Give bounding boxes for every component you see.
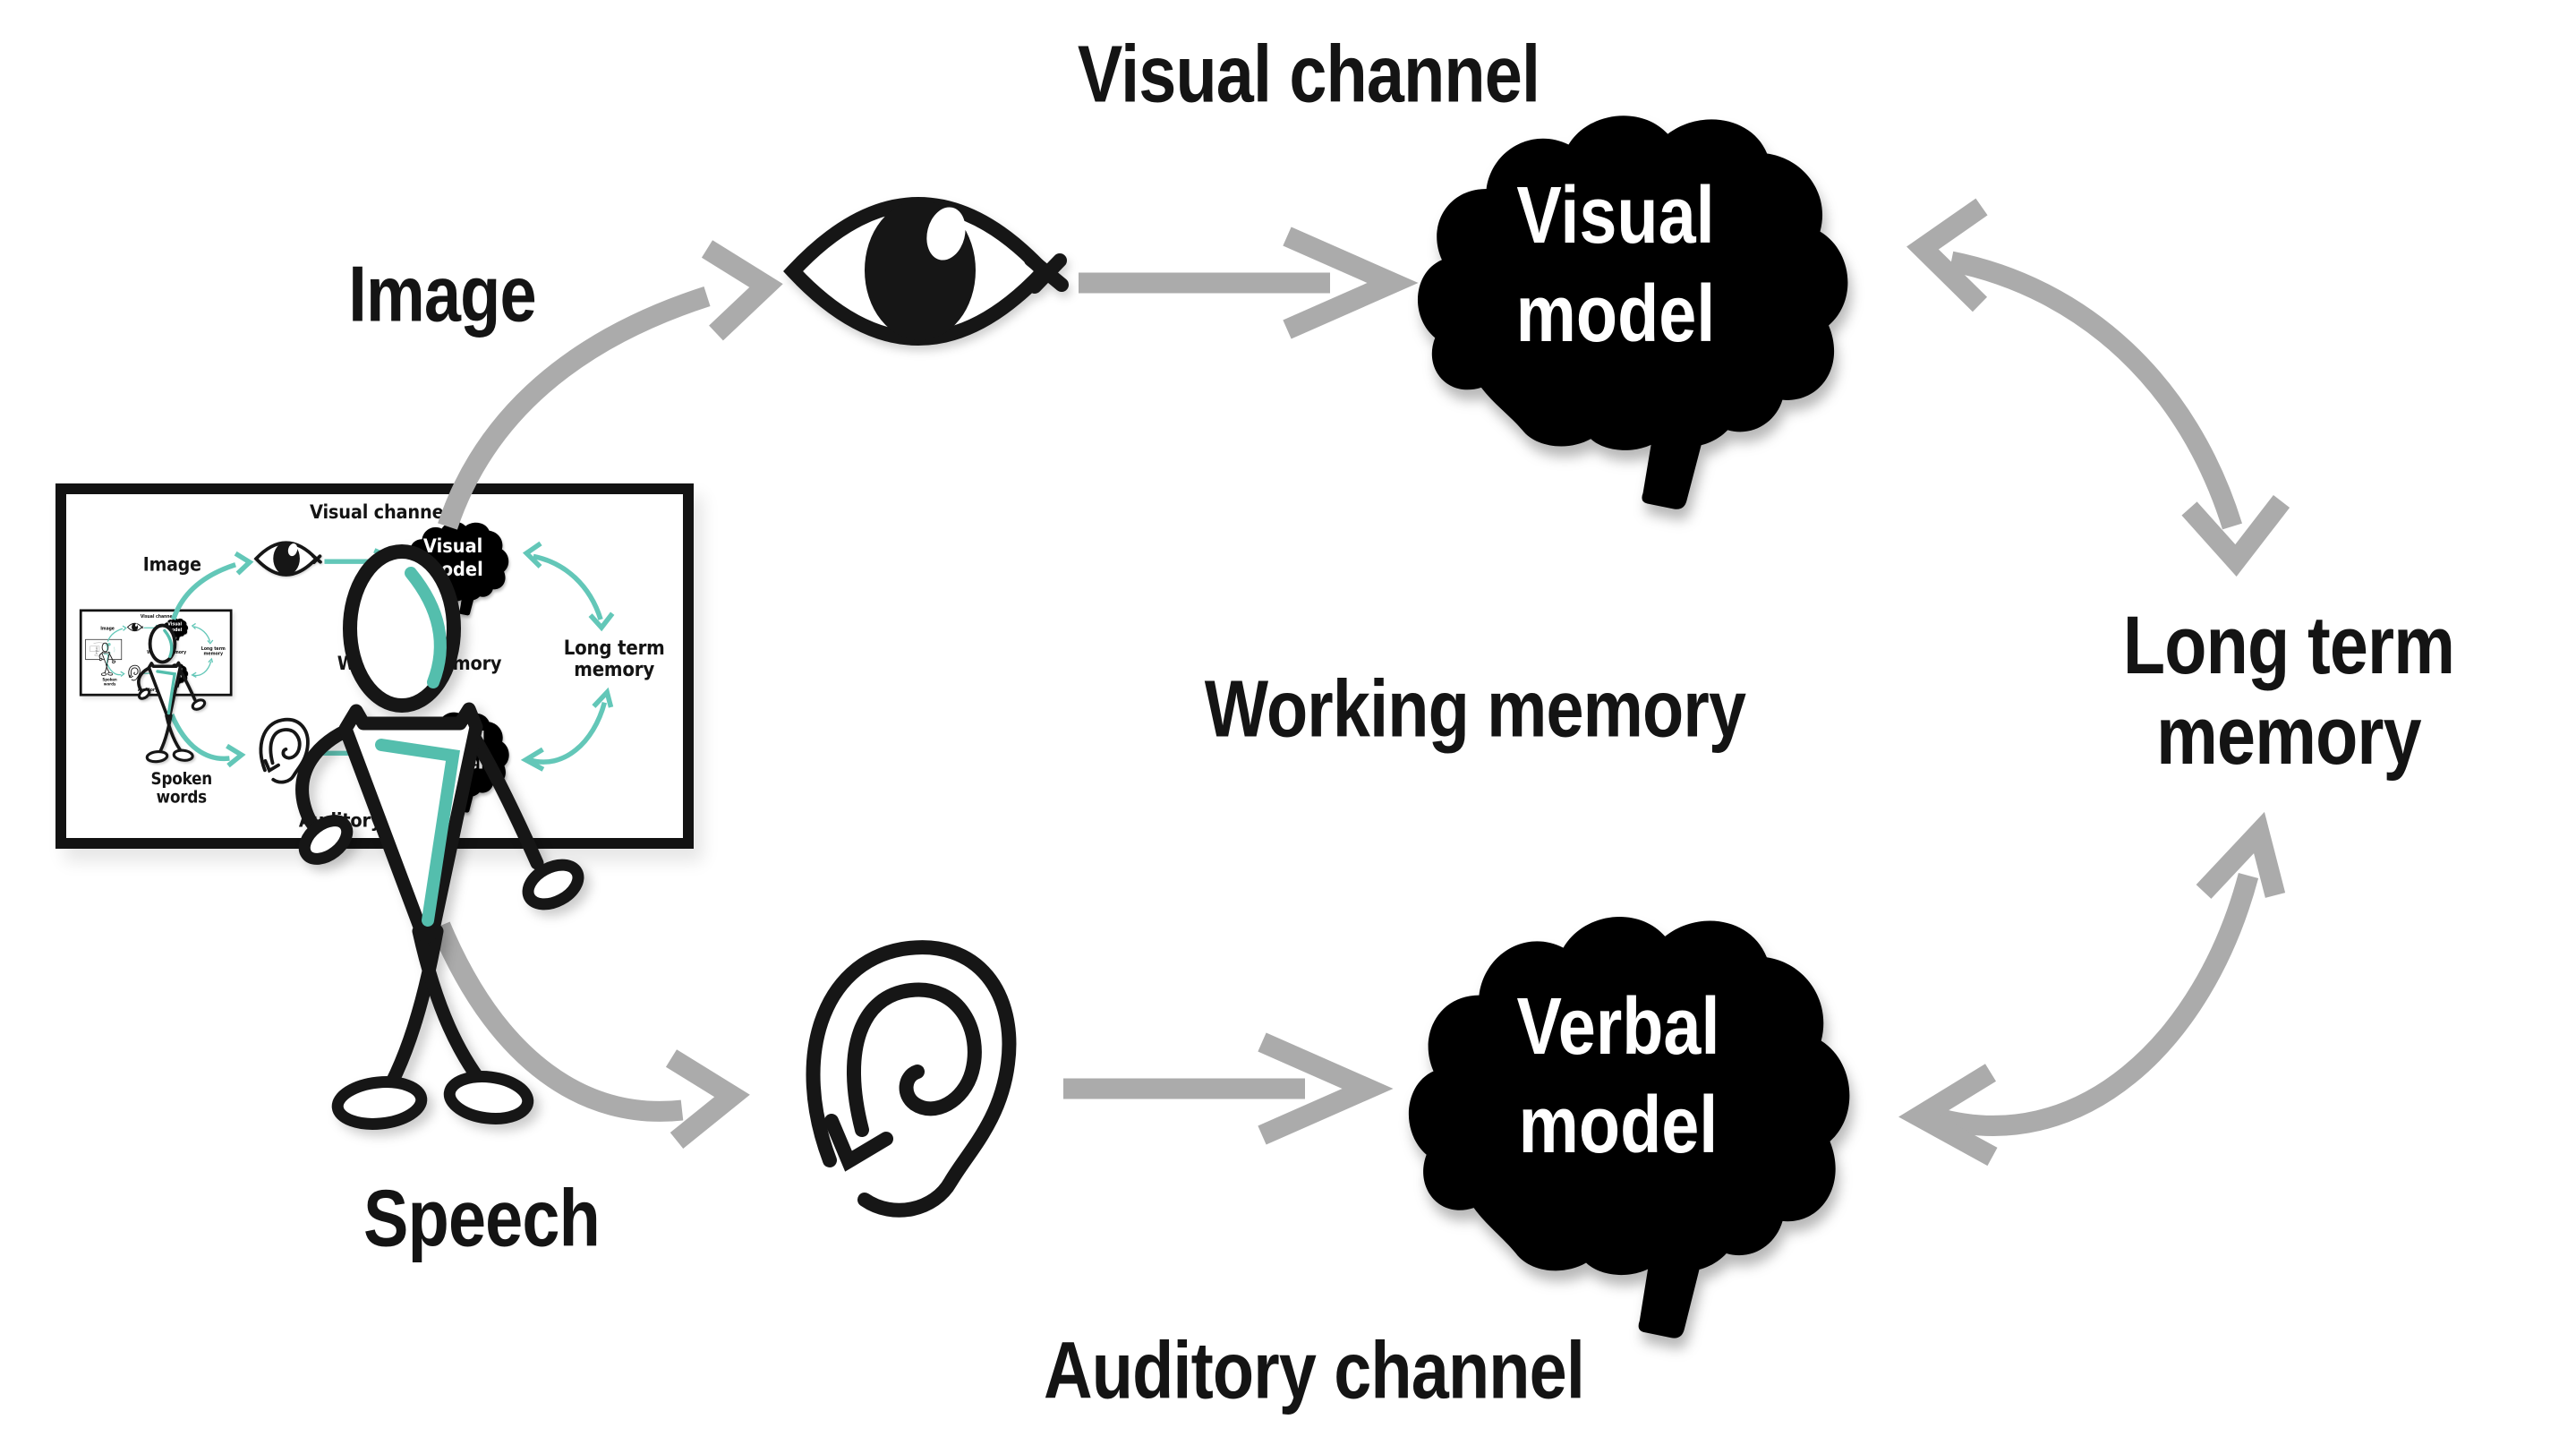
image-to-eye-arrow bbox=[438, 240, 783, 530]
visual-model-ltm-arrow bbox=[522, 541, 615, 632]
diagram-front-art bbox=[98, 625, 127, 677]
ear-icon bbox=[806, 940, 1017, 1218]
stick-figure-presenter bbox=[295, 544, 584, 1130]
speech-to-ear-arrow bbox=[169, 713, 246, 768]
verbal-model-ltm-arrow bbox=[520, 687, 614, 772]
diagram-back-art bbox=[126, 618, 214, 688]
ear-icon bbox=[259, 717, 310, 784]
stick-figure-presenter bbox=[98, 642, 116, 676]
diagram-back-art bbox=[253, 521, 615, 813]
ear-icon bbox=[128, 664, 141, 681]
eye-to-visual-model-arrow bbox=[1079, 227, 1419, 339]
visual-model-ltm-arrow bbox=[191, 622, 214, 645]
eye-icon bbox=[126, 622, 144, 632]
image-to-eye-arrow bbox=[107, 625, 127, 642]
diagram-front-art bbox=[137, 551, 254, 768]
speech-to-ear-arrow bbox=[107, 663, 125, 677]
eye-icon bbox=[253, 541, 322, 577]
stick-figure-presenter bbox=[137, 623, 207, 764]
speech-to-ear-arrow bbox=[431, 921, 750, 1149]
verbal-model-ltm-arrow bbox=[1898, 811, 2286, 1167]
verbal-model-ltm-arrow bbox=[191, 657, 214, 679]
eye-icon bbox=[783, 197, 1069, 346]
visual-model-ltm-arrow bbox=[1906, 198, 2290, 577]
image-to-eye-arrow bbox=[171, 551, 254, 620]
ear-to-verbal-model-arrow bbox=[1063, 1032, 1394, 1145]
